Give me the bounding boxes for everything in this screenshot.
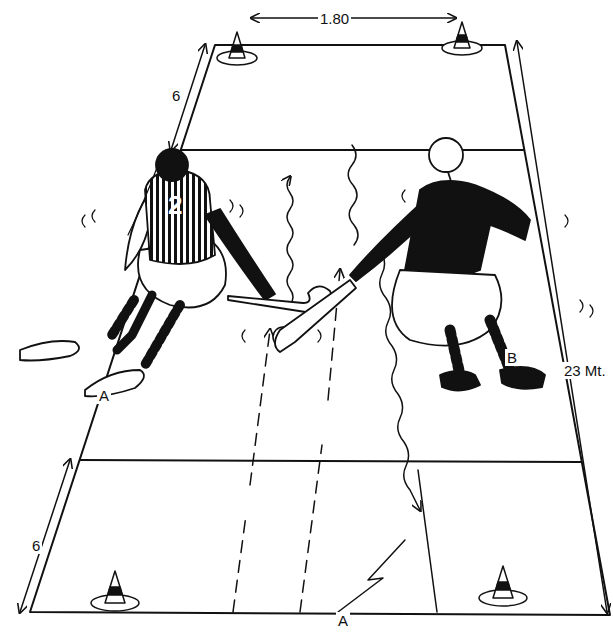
pitch-outline [30,45,610,615]
dimension-label: B [505,349,519,366]
motion-marks [82,190,593,342]
dimension-label: 23 Mt. [562,362,608,379]
player-a [20,149,332,396]
dimension-label: A [97,387,111,404]
dimension-label: 6 [30,537,42,554]
dimension-label: 6 [170,87,182,104]
jersey-number: 2 [166,191,184,219]
cones [91,22,527,611]
dimension-lines [20,18,607,612]
player-b [275,138,545,391]
dimension-label: A [336,612,350,629]
movement-lines [233,145,437,612]
dimension-label: 1.80 [318,10,351,27]
